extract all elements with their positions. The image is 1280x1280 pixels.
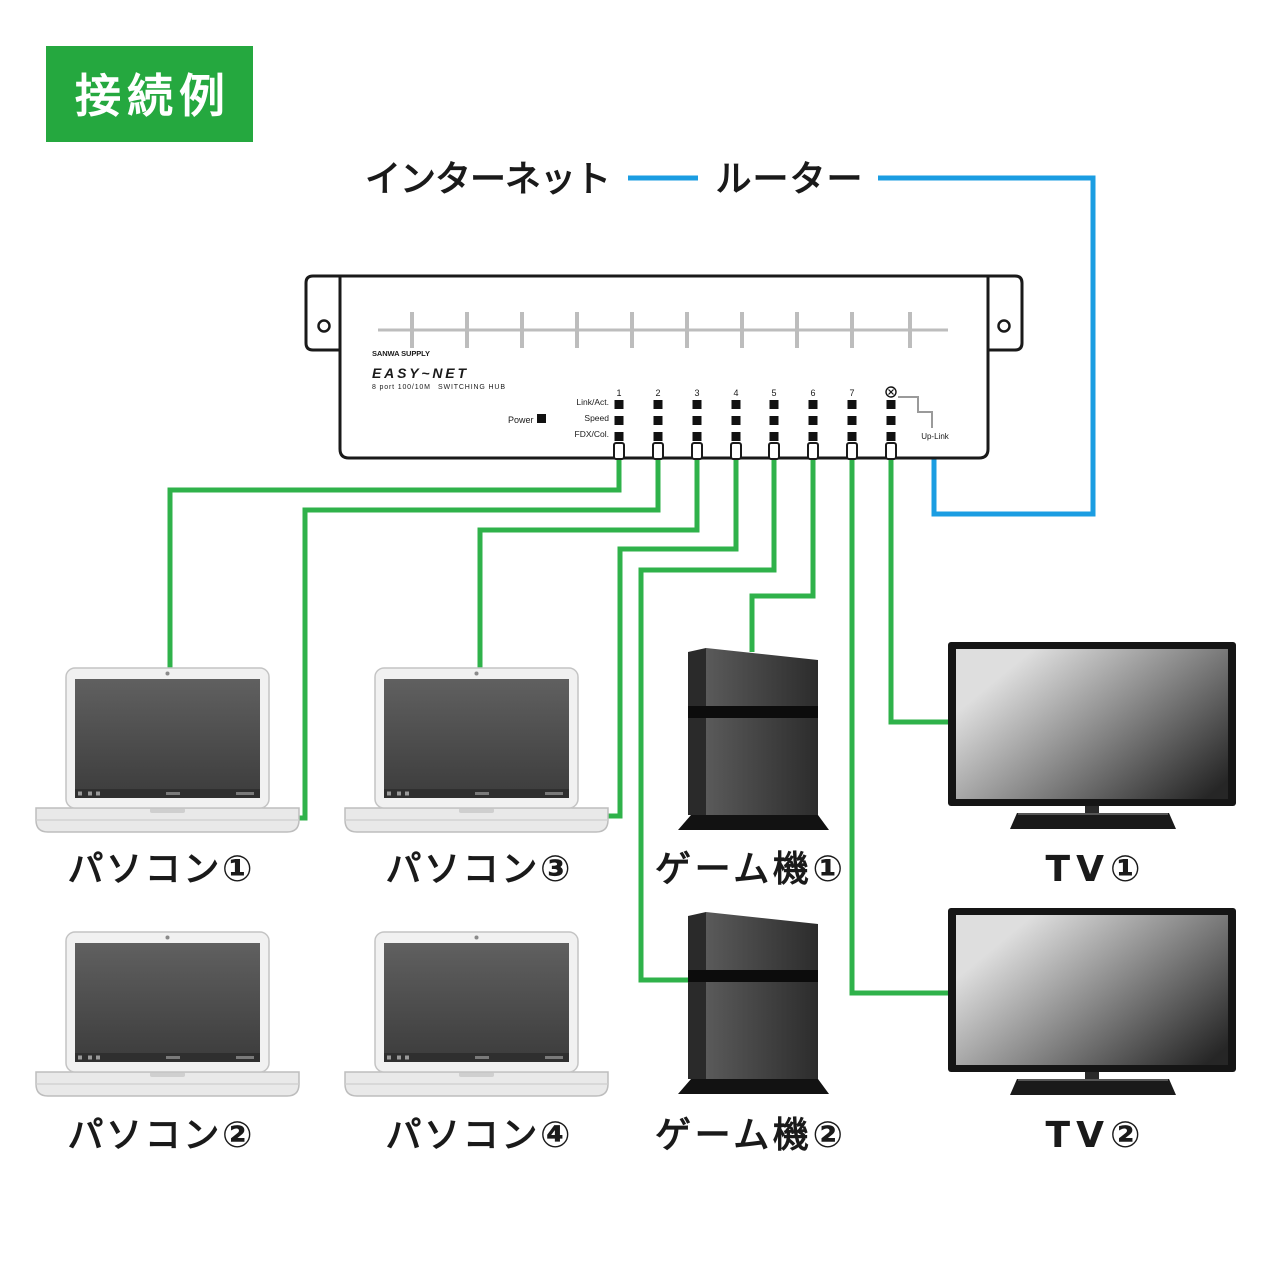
cable-port8-tv1 (888, 458, 950, 725)
port-7-led-speed (847, 416, 857, 425)
uplink-label: Up-Link (921, 432, 950, 441)
led-label-link-act: Link/Act. (576, 397, 609, 407)
switching-hub: SANWA SUPPLY EASY~NET 8 port 100/10M SWI… (304, 274, 1024, 460)
port-1-led-speed (614, 416, 624, 425)
port-6-led-link (808, 400, 818, 409)
port-number-1: 1 (616, 388, 621, 398)
uplink-bracket-line (898, 396, 933, 428)
hub-right-mount-hole (997, 319, 1011, 333)
wan-cable-router-uplink (878, 175, 1096, 517)
hub-brand: SANWA SUPPLY (372, 349, 430, 358)
port-8-socket (885, 442, 897, 460)
power-led (537, 414, 546, 423)
port-1-led-link (614, 400, 624, 409)
port-4-led-link (731, 400, 741, 409)
port-6-led-speed (808, 416, 818, 425)
port-1-socket (613, 442, 625, 460)
port-7-led-fdx (847, 432, 857, 441)
port-5-led-link (769, 400, 779, 409)
tv-2 (947, 907, 1237, 1096)
hub-body (338, 274, 990, 460)
label-pc2: パソコン② (68, 1115, 253, 1156)
label-pc4: パソコン④ (386, 1115, 571, 1156)
cable-port3-pc3 (477, 458, 700, 669)
port-6-led-fdx (808, 432, 818, 441)
port-2-led-speed (653, 416, 663, 425)
game-console-1 (678, 648, 829, 830)
port-3-socket (691, 442, 703, 460)
port-5-led-speed (769, 416, 779, 425)
port-7-led-link (847, 400, 857, 409)
port-3-led-speed (692, 416, 702, 425)
label-game1: ゲーム機① (655, 849, 843, 890)
port-2-socket (652, 442, 664, 460)
title-box (46, 46, 253, 142)
port-number-5: 5 (771, 388, 776, 398)
label-game2: ゲーム機② (655, 1115, 843, 1156)
hub-left-mount-hole (317, 319, 331, 333)
port-8-led-speed (886, 416, 896, 425)
hub-type: SWITCHING HUB (438, 384, 505, 391)
port-8-led-fdx (886, 432, 896, 441)
laptop-pc2 (35, 931, 300, 1097)
game-console-2 (678, 912, 829, 1094)
cable-port5-game2 (638, 458, 777, 983)
led-label-speed: Speed (584, 413, 609, 423)
port-8-led-link (886, 400, 896, 409)
port-3-led-link (692, 400, 702, 409)
hub-vent-rail (378, 312, 948, 348)
hub-left-bracket (304, 274, 341, 352)
cable-port1-pc1 (167, 458, 622, 669)
port-2-led-fdx (653, 432, 663, 441)
port-7-socket (846, 442, 858, 460)
port-4-led-fdx (731, 432, 741, 441)
port-number-6: 6 (810, 388, 815, 398)
port-6-socket (807, 442, 819, 460)
laptop-pc3 (344, 667, 609, 833)
label-pc3: パソコン③ (386, 849, 571, 890)
led-label-fdx-col: FDX/Col. (575, 429, 609, 439)
cable-port7-tv2 (849, 458, 950, 996)
power-label: Power (508, 415, 534, 425)
port-number-3: 3 (694, 388, 699, 398)
port-5-led-fdx (769, 432, 779, 441)
port-number-7: 7 (849, 388, 854, 398)
port-leds (614, 400, 896, 441)
lan-cables (167, 458, 950, 996)
port-5-socket (768, 442, 780, 460)
tv-1 (947, 641, 1237, 830)
cable-port6-game1 (749, 458, 816, 652)
port-3-led-fdx (692, 432, 702, 441)
port-number-4: 4 (733, 388, 738, 398)
port-2-led-link (653, 400, 663, 409)
internet-label: インターネット (365, 159, 611, 200)
hub-spec: 8 port 100/10M (372, 384, 430, 391)
router-label: ルーター (716, 159, 863, 200)
port-4-led-speed (731, 416, 741, 425)
label-tv2: TV② (1046, 1115, 1141, 1156)
hub-right-bracket (987, 274, 1024, 352)
port-1-led-fdx (614, 432, 624, 441)
label-pc1: パソコン① (68, 849, 253, 890)
laptop-pc4 (344, 931, 609, 1097)
label-tv1: TV① (1046, 849, 1141, 890)
port-sockets (613, 442, 897, 460)
port-4-socket (730, 442, 742, 460)
port-number-2: 2 (655, 388, 660, 398)
mdi-x-icon (885, 386, 897, 398)
page-title: 接続例 (75, 69, 225, 123)
laptop-pc1 (35, 667, 300, 833)
